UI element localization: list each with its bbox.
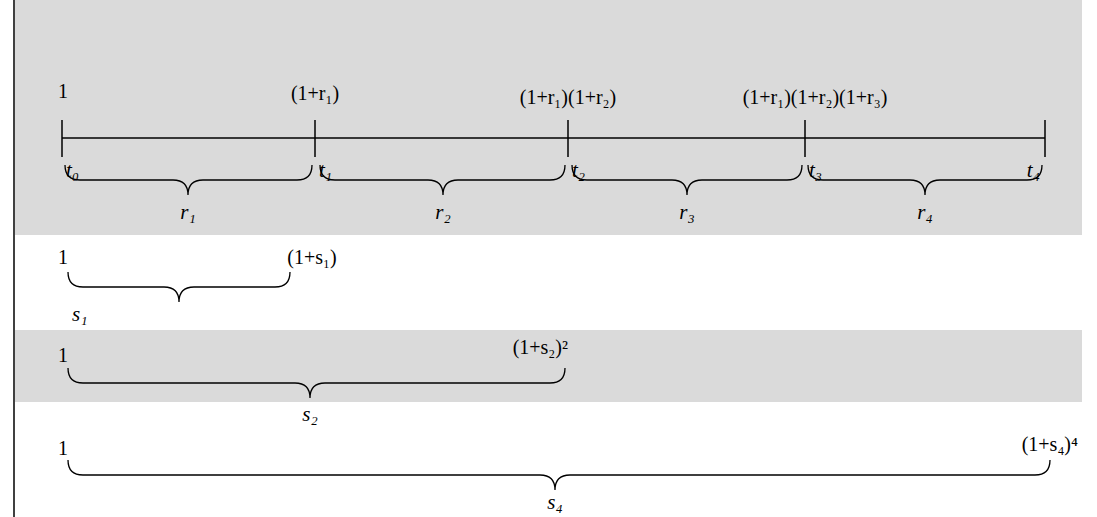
value-label: (1+s₄)⁴ [1022,433,1078,456]
value-label: (1+s₂)² [513,336,568,359]
time-label: t₂ [572,158,585,182]
value-label: (1+r₁)(1+r₂)(1+r₃) [743,86,888,109]
time-label: t₁ [319,158,332,182]
value-label: 1 [58,246,68,269]
time-axis [62,137,1045,139]
value-label: 1 [58,437,68,460]
gray-band [15,0,1082,235]
gray-band [15,330,1082,402]
value-label: 1 [58,80,68,103]
rate-label: r₃ [679,200,694,224]
rate-label: r₁ [180,200,195,224]
rate-label: s₂ [302,402,317,426]
rate-label: s₄ [547,490,562,514]
value-label: (1+r₁) [291,82,339,105]
time-label: t₃ [809,158,822,182]
curly-braces [65,165,1050,490]
rate-label: r₂ [435,200,450,224]
rate-label: r₄ [917,200,932,224]
time-label: t₀ [66,158,79,182]
time-label: t₄ [1027,158,1040,182]
value-label: (1+r₁)(1+r₂) [520,86,616,109]
frame-line [13,0,15,517]
value-label: 1 [58,344,68,367]
rate-label: s₁ [72,302,87,326]
tick-marks [62,120,1045,157]
value-label: (1+s₁) [287,246,336,269]
